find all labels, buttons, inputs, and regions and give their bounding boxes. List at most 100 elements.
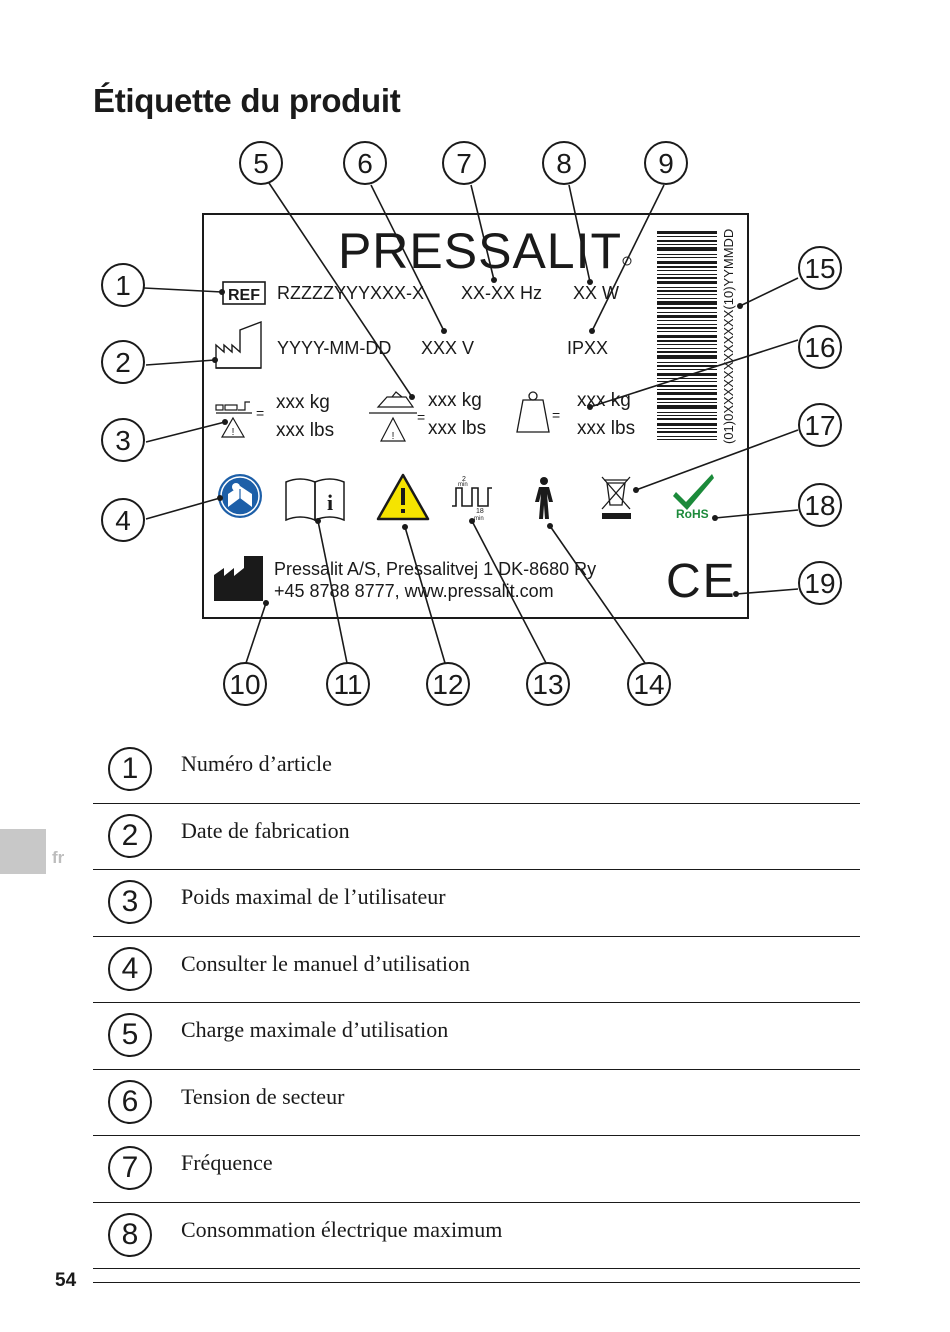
callout-number: 3	[115, 425, 131, 456]
barcode-bar	[657, 231, 717, 234]
callout-leaders	[143, 182, 799, 664]
barcode-bar	[657, 281, 717, 284]
callout-number: 12	[432, 669, 463, 700]
barcode-bar	[657, 436, 717, 437]
rohs-text: RoHS	[676, 507, 709, 521]
legend-description: Poids maximal de l’utilisateur	[181, 884, 446, 909]
callout-circle	[798, 246, 842, 290]
legend-description: Numéro d’article	[181, 751, 332, 776]
weight-equals: =	[552, 407, 560, 423]
page-number: 54	[55, 1270, 77, 1291]
ref-badge: REF	[228, 287, 260, 304]
callout-number: 18	[804, 490, 835, 521]
barcode-bar	[657, 307, 717, 309]
instructions-info-icon	[285, 478, 345, 522]
frequency-value: XX-XX Hz	[461, 283, 542, 303]
callout-number: 7	[456, 148, 472, 179]
callout-number: 1	[115, 270, 131, 301]
callout-circle	[239, 141, 283, 185]
callout-circle	[326, 662, 370, 706]
manufacturer-line2: +45 8788 8777, www.pressalit.com	[274, 581, 554, 601]
barcode-bar	[657, 324, 717, 325]
barcode-bar	[657, 351, 717, 353]
barcode-bar	[657, 301, 717, 305]
language-code: fr	[52, 848, 65, 867]
barcode-bar	[657, 412, 717, 413]
safe-load-lbs: xxx lbs	[428, 418, 486, 439]
legend-number: 6	[108, 1079, 152, 1124]
legend-row: 6 Tension de secteur	[93, 1070, 860, 1136]
legend-row: 1 Numéro d’article	[93, 737, 860, 804]
callout-number: 15	[804, 253, 835, 284]
barcode-bar	[657, 315, 717, 318]
barcode-text: (01)0XXXXXXXXXXXX(10)YYMMDD	[721, 229, 736, 444]
rohs-check-icon	[673, 474, 714, 510]
ref-code: RZZZZYYYXXX-X	[277, 283, 424, 303]
barcode-bar	[657, 348, 717, 349]
callout-number: 4	[115, 505, 131, 536]
callout-circle	[526, 662, 570, 706]
barcode-bar	[657, 270, 717, 271]
barcode-bar	[657, 340, 717, 342]
date-value: YYYY-MM-DD	[277, 338, 391, 358]
user-weight-equals: =	[256, 405, 264, 421]
callout-number: 19	[804, 568, 835, 599]
ip-rating: IPXX	[567, 338, 608, 358]
legend-number: 3	[108, 880, 152, 924]
info-icon-letter: i	[327, 490, 333, 515]
legend-row: 7 Fréquence	[93, 1136, 860, 1203]
callout-circle	[798, 403, 842, 447]
user-weight-lbs: xxx lbs	[276, 420, 334, 441]
barcode-bar	[657, 236, 717, 237]
legend-description: Charge maximale d’utilisation	[181, 1017, 449, 1042]
callout-number: 17	[804, 410, 835, 441]
callout-circle	[426, 662, 470, 706]
barcode-bar	[657, 298, 717, 299]
language-tab	[0, 829, 46, 874]
barcode-bar	[657, 385, 717, 387]
voltage-value: XXX V	[421, 338, 474, 358]
duty-top: 2	[462, 476, 466, 483]
barcode-bar	[657, 431, 717, 433]
barcode-bar	[657, 405, 717, 409]
callout-circle	[542, 141, 586, 185]
callout-number: 8	[556, 148, 572, 179]
callout-circle	[798, 325, 842, 369]
duty-bottom-unit: min	[474, 516, 484, 522]
barcode-bar	[657, 365, 717, 367]
barcode-bar	[657, 423, 717, 426]
barcode-bar	[657, 274, 717, 275]
barcode-bar	[657, 415, 717, 416]
legend-number: 8	[108, 1212, 152, 1257]
callout-circle	[101, 418, 145, 462]
callout-circle	[644, 141, 688, 185]
barcode-bar	[657, 290, 717, 292]
callout-circle	[101, 498, 145, 542]
barcode-bar	[657, 418, 717, 420]
legend-number: 2	[108, 813, 152, 858]
barcode-bar	[657, 254, 717, 255]
callout-circle	[223, 662, 267, 706]
legend-row: 5 Charge maximale d’utilisation	[93, 1003, 860, 1070]
weight-lbs: xxx lbs	[577, 418, 635, 439]
barcode-bar	[657, 247, 717, 251]
ce-mark: CE	[666, 555, 737, 608]
legend-row: 3 Poids maximal de l’utilisateur	[93, 870, 860, 937]
barcode-bar	[657, 294, 717, 295]
product-weight-icon	[516, 391, 550, 433]
callout-number: 11	[333, 669, 362, 700]
legend-description: Date de fabrication	[181, 817, 350, 843]
callout-number: 10	[229, 669, 260, 700]
callout-number: 5	[253, 148, 269, 179]
barcode-bar	[657, 240, 717, 242]
duty-cycle-icon	[452, 487, 492, 507]
barcode-bar	[657, 312, 717, 313]
callout-circle	[627, 662, 671, 706]
consult-manual-icon	[218, 474, 262, 518]
applied-part-type-b-icon	[535, 477, 553, 519]
legend-number: 4	[108, 946, 152, 991]
legend-row: 8 Consommation électrique maximum	[93, 1203, 860, 1269]
general-warning-icon	[376, 473, 430, 521]
manufacturer-line1: Pressalit A/S, Pressalitvej 1 DK-8680 Ry	[274, 559, 596, 579]
